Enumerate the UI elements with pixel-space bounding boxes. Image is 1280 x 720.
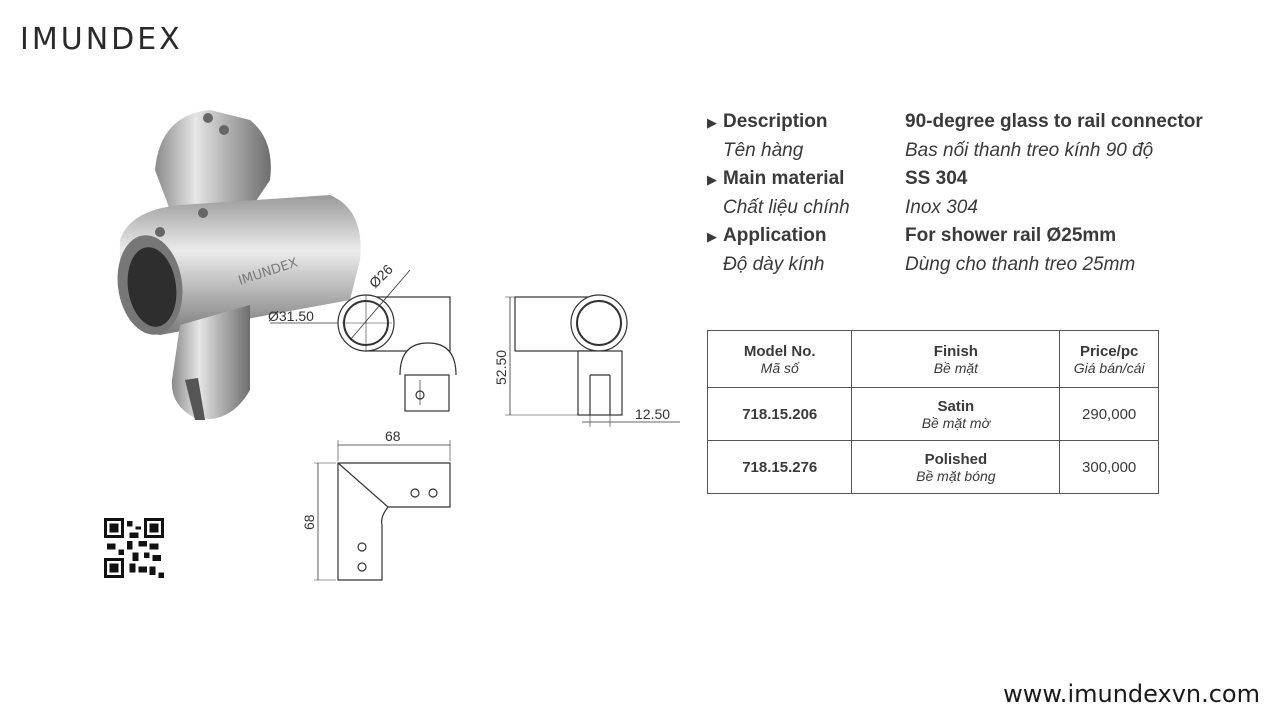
spec-label: Main material: [723, 168, 845, 189]
bullet-arrow-icon: ▶: [707, 229, 717, 244]
spec-value: 90-degree glass to rail connector: [905, 111, 1203, 132]
spec-value-vi: Inox 304: [905, 197, 978, 218]
header-model: Model No. Mã số: [706, 330, 853, 388]
model-cell: 718.15.206: [706, 387, 853, 441]
outer-diameter-label: Ø31.50: [268, 308, 314, 324]
side-view-drawing: [505, 294, 680, 427]
spec-label: Description: [723, 111, 828, 132]
front-view-drawing: [270, 269, 457, 412]
technical-drawings: Ø26 Ø31.50 52.50 12.50 68 68: [268, 261, 680, 581]
spec-label-vi: Chất liệu chính: [723, 197, 850, 218]
price-table: Model No. Mã số Finish Bề mặt Price/pc G…: [706, 330, 1159, 494]
plate-width-label: 68: [385, 428, 401, 444]
header-price: Price/pc Giá bán/cái: [1059, 330, 1159, 388]
spec-value: For shower rail Ø25mm: [905, 225, 1117, 246]
table-header-row: Model No. Mã số Finish Bề mặt Price/pc G…: [706, 330, 1159, 388]
table-row: 718.15.276 Polished Bề mặt bóng 300,000: [706, 440, 1159, 494]
bullet-arrow-icon: ▶: [707, 172, 717, 187]
spec-value: SS 304: [905, 168, 968, 189]
model-cell: 718.15.276: [706, 440, 853, 494]
spec-list: ▶ Description 90-degree glass to rail con…: [707, 108, 1227, 279]
bullet-arrow-icon: ▶: [707, 115, 717, 130]
spec-label-vi: Độ dày kính: [723, 254, 825, 275]
price-cell: 290,000: [1059, 387, 1159, 441]
spec-application-vi: Độ dày kính Dùng cho thanh treo 25mm: [707, 251, 1227, 279]
slot-width-label: 12.50: [635, 406, 670, 422]
spec-description: ▶ Description 90-degree glass to rail con…: [707, 108, 1227, 137]
price-cell: 300,000: [1059, 440, 1159, 494]
spec-value-vi: Dùng cho thanh treo 25mm: [905, 254, 1136, 275]
spec-label: Application: [723, 225, 827, 246]
spec-description-vi: Tên hàng Bas nối thanh treo kính 90 độ: [707, 137, 1227, 165]
finish-cell: Satin Bề mặt mờ: [851, 387, 1061, 441]
table-row: 718.15.206 Satin Bề mặt mờ 290,000: [706, 387, 1159, 441]
inner-diameter-label: Ø26: [366, 261, 396, 291]
spec-label-vi: Tên hàng: [723, 140, 804, 161]
height-label: 52.50: [493, 350, 509, 385]
product-photo: IMUNDEX: [117, 110, 361, 420]
spec-application: ▶ Application For shower rail Ø25mm: [707, 222, 1227, 251]
website-link[interactable]: www.imundexvn.com: [1003, 680, 1260, 708]
header-finish: Finish Bề mặt: [851, 330, 1061, 388]
spec-value-vi: Bas nối thanh treo kính 90 độ: [905, 140, 1154, 161]
plate-height-label: 68: [301, 514, 317, 530]
brand-logo: IMUNDEX: [20, 22, 183, 57]
plate-view-drawing: [314, 440, 451, 581]
finish-cell: Polished Bề mặt bóng: [851, 440, 1061, 494]
qr-code[interactable]: [104, 518, 164, 578]
spec-material: ▶ Main material SS 304: [707, 165, 1227, 194]
spec-material-vi: Chất liệu chính Inox 304: [707, 194, 1227, 222]
